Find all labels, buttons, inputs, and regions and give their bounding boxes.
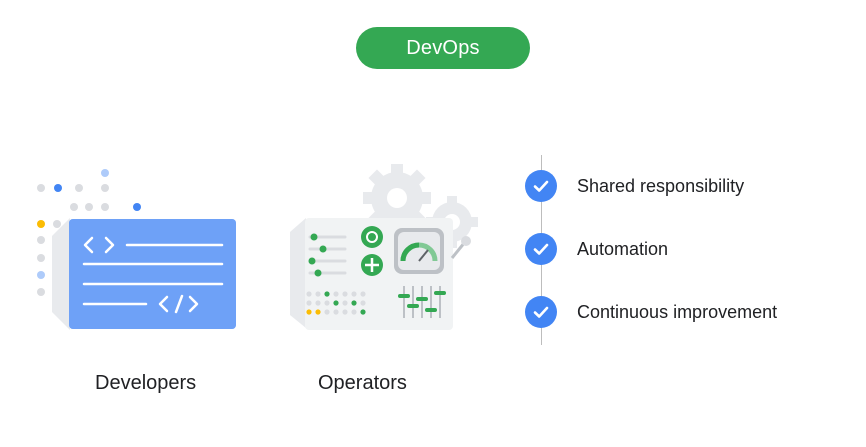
operators-label: Operators — [318, 372, 407, 394]
practice-shared-responsibility: Shared responsibility — [577, 176, 745, 196]
practice-continuous-improvement: Continuous improvement — [577, 302, 778, 322]
check-circle-icon — [525, 170, 557, 202]
developers-label: Developers — [95, 372, 197, 394]
check-circle-icon — [525, 233, 557, 265]
devops-badge: DevOps — [356, 27, 530, 69]
practice-automation: Automation — [577, 239, 669, 259]
devops-title: DevOps — [406, 36, 480, 59]
check-circle-icon — [525, 296, 557, 328]
